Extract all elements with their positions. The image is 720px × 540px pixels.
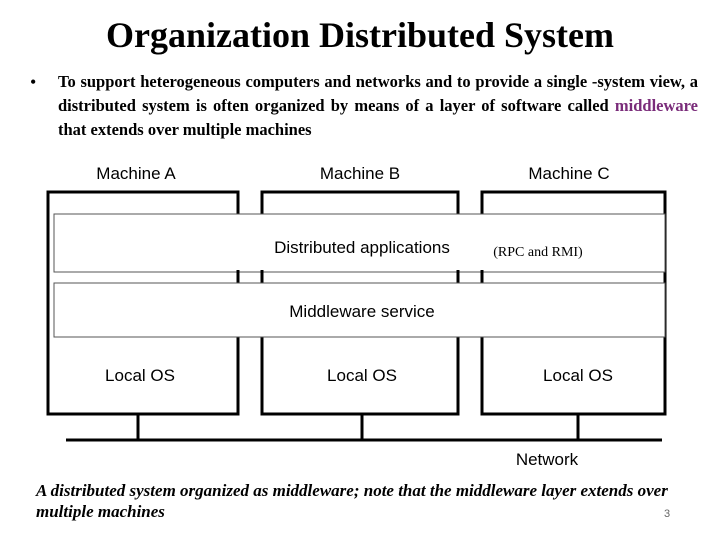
local-os-a-label: Local OS: [105, 366, 175, 385]
bullet-text: To support heterogeneous computers and n…: [58, 70, 698, 142]
middleware-label: Middleware service: [289, 302, 435, 321]
machine-b-label: Machine B: [320, 164, 400, 183]
page-number: 3: [664, 508, 671, 520]
bullet-text-before: To support heterogeneous computers and n…: [58, 72, 698, 115]
figure-caption: A distributed system organized as middle…: [36, 481, 668, 521]
bullet-text-after: that extends over multiple machines: [58, 120, 312, 139]
machine-c-label: Machine C: [528, 164, 609, 183]
network-label: Network: [516, 450, 579, 469]
local-os-b-label: Local OS: [327, 366, 397, 385]
local-os-c-label: Local OS: [543, 366, 613, 385]
distributed-applications-label: Distributed applications: [274, 238, 450, 257]
bullet-icon: •: [30, 72, 37, 92]
machine-a-label: Machine A: [96, 164, 176, 183]
rpc-rmi-note: (RPC and RMI): [493, 245, 583, 260]
slide-title: Organization Distributed System: [106, 15, 614, 55]
middleware-highlight: middleware: [614, 96, 698, 115]
middleware-layer: [53, 282, 666, 338]
distributed-applications-layer: [53, 213, 666, 273]
